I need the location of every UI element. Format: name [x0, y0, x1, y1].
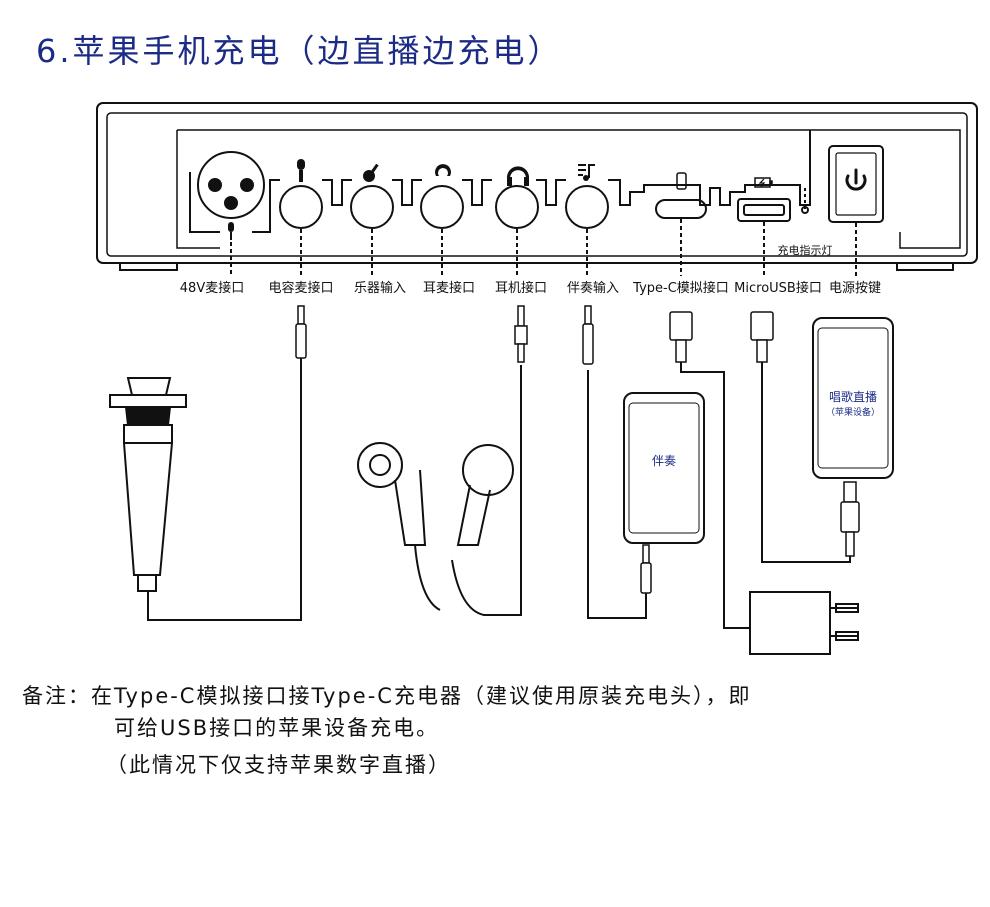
audio-jack-plug-condenser	[295, 305, 307, 359]
note-line-1: 备注：在Type-C模拟接口接Type-C充电器（建议使用原装充电头），即	[22, 684, 752, 708]
port-label-typec: Type-C模拟接口	[633, 281, 729, 296]
headset-icon	[434, 164, 451, 176]
mic-icon	[228, 222, 234, 240]
accompaniment-phone-label: 伴奏	[651, 454, 677, 468]
lightning-plug	[840, 481, 860, 557]
audio-jack-plug-headphone	[514, 305, 528, 363]
battery-icon	[754, 177, 773, 188]
note-line-2: 可给USB接口的苹果设备充电。	[114, 716, 440, 740]
headset-port	[420, 185, 464, 229]
audio-jack-plug-phone	[640, 544, 652, 594]
power-adapter	[749, 591, 859, 655]
audio-jack-plug-accompaniment	[582, 305, 594, 365]
streaming-phone-label: 唱歌直播	[828, 390, 878, 404]
charge-indicator-label: 充电指示灯	[777, 244, 833, 257]
port-label-accompaniment: 伴奏输入	[566, 281, 620, 296]
accompaniment-port	[565, 185, 609, 229]
power-button	[828, 145, 884, 223]
condenser-port	[279, 185, 323, 229]
guitar-icon	[363, 163, 379, 182]
microusb-plug	[750, 311, 774, 363]
typec-plug	[669, 311, 693, 363]
headphone-icon	[507, 166, 529, 186]
streaming-phone-sublabel: （苹果设备）	[825, 408, 881, 418]
mic-brand-label: MIVSN	[135, 429, 161, 438]
condenser-mic-icon	[297, 159, 305, 182]
earphones	[357, 442, 514, 611]
phone-icon	[676, 172, 687, 190]
microusb-port	[737, 198, 791, 222]
device-body	[96, 102, 978, 271]
leader-lines	[230, 188, 857, 276]
music-note-icon	[578, 164, 595, 181]
cables	[147, 356, 851, 629]
port-panel-outline	[189, 130, 811, 233]
port-label-condenser: 电容麦接口	[268, 281, 334, 296]
accompaniment-phone	[623, 392, 705, 544]
note-line-3: （此情况下仅支持苹果数字直播）	[106, 753, 451, 777]
port-label-microusb: MicroUSB接口	[734, 281, 822, 296]
streaming-phone	[812, 317, 894, 479]
headphone-port	[495, 185, 539, 229]
port-label-xlr: 48V麦接口	[179, 281, 245, 296]
port-label-power: 电源按键	[828, 281, 882, 296]
power-icon	[845, 168, 867, 191]
handheld-microphone	[109, 377, 187, 592]
port-label-instrument: 乐器输入	[353, 281, 407, 296]
typec-port	[655, 199, 707, 219]
port-label-headphone: 耳机接口	[494, 281, 548, 296]
instrument-port	[350, 185, 394, 229]
xlr-port	[197, 151, 265, 219]
port-label-headset: 耳麦接口	[422, 281, 476, 296]
page-title: 6.苹果手机充电（边直播边充电）	[36, 32, 563, 70]
